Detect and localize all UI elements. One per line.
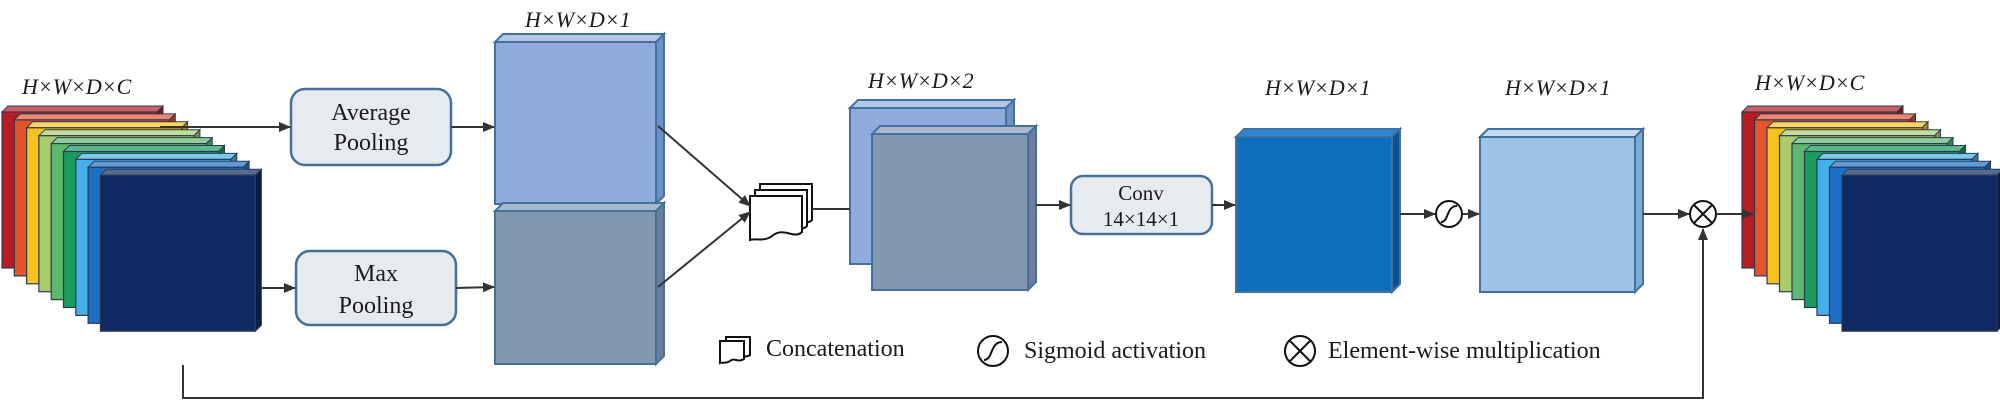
concatenation-legend-icon bbox=[719, 336, 751, 365]
conv-line1: Conv bbox=[1118, 181, 1164, 205]
sigmoid-legend-icon bbox=[977, 335, 1009, 367]
max-pooling-line1: Max bbox=[354, 261, 398, 287]
avg-map-dims-label: H×W×D×1 bbox=[524, 7, 631, 32]
sigmoid-out-dims-label: H×W×D×1 bbox=[1504, 75, 1611, 100]
multiply-legend-icon bbox=[1284, 335, 1316, 367]
legend-concatenation: Concatenation bbox=[719, 336, 905, 365]
input-dims-label: H×W×D×C bbox=[21, 74, 132, 99]
sigmoid-output-map bbox=[1477, 126, 1646, 295]
multiply-symbol bbox=[1689, 200, 1717, 228]
concatenated-map-front bbox=[869, 123, 1039, 293]
skip-connection bbox=[182, 228, 1708, 399]
sigmoid-symbol bbox=[1435, 200, 1463, 228]
max-pooled-map bbox=[492, 200, 667, 367]
output-feature-stack bbox=[1740, 104, 2000, 333]
arrow-max-pool-to-map bbox=[455, 282, 495, 293]
conv-out-dims-label: H×W×D×1 bbox=[1264, 75, 1371, 100]
conv-output-map bbox=[1233, 126, 1403, 295]
arrow-avg-map-to-concat bbox=[657, 125, 751, 207]
concatenation-icon bbox=[749, 183, 813, 242]
concat-dims-label: H×W×D×2 bbox=[867, 68, 974, 93]
average-pooling-box: Average Pooling bbox=[289, 87, 453, 167]
legend: Concatenation Sigmoid activation Element… bbox=[719, 335, 1601, 367]
arrow-max-map-to-concat bbox=[657, 211, 751, 288]
max-pooling-box: Max Pooling bbox=[294, 249, 458, 327]
average-pooling-line1: Average bbox=[331, 100, 411, 126]
connections bbox=[160, 122, 1754, 399]
average-pooled-map bbox=[492, 31, 667, 207]
output-dims-label: H×W×D×C bbox=[1754, 70, 1865, 95]
input-feature-stack bbox=[0, 104, 263, 333]
legend-concatenation-label: Concatenation bbox=[766, 336, 905, 362]
legend-multiplication-label: Element-wise multiplication bbox=[1328, 338, 1601, 364]
conv-box: Conv 14×14×1 bbox=[1069, 174, 1214, 236]
legend-multiplication: Element-wise multiplication bbox=[1284, 335, 1601, 367]
input-feature-layer-9 bbox=[99, 167, 263, 333]
legend-sigmoid-label: Sigmoid activation bbox=[1024, 338, 1206, 364]
output-feature-layer-9 bbox=[1840, 168, 2000, 333]
max-pooling-line2: Pooling bbox=[339, 293, 414, 319]
conv-line2: 14×14×1 bbox=[1103, 207, 1179, 231]
legend-sigmoid: Sigmoid activation bbox=[977, 335, 1206, 367]
average-pooling-line2: Pooling bbox=[334, 130, 409, 156]
